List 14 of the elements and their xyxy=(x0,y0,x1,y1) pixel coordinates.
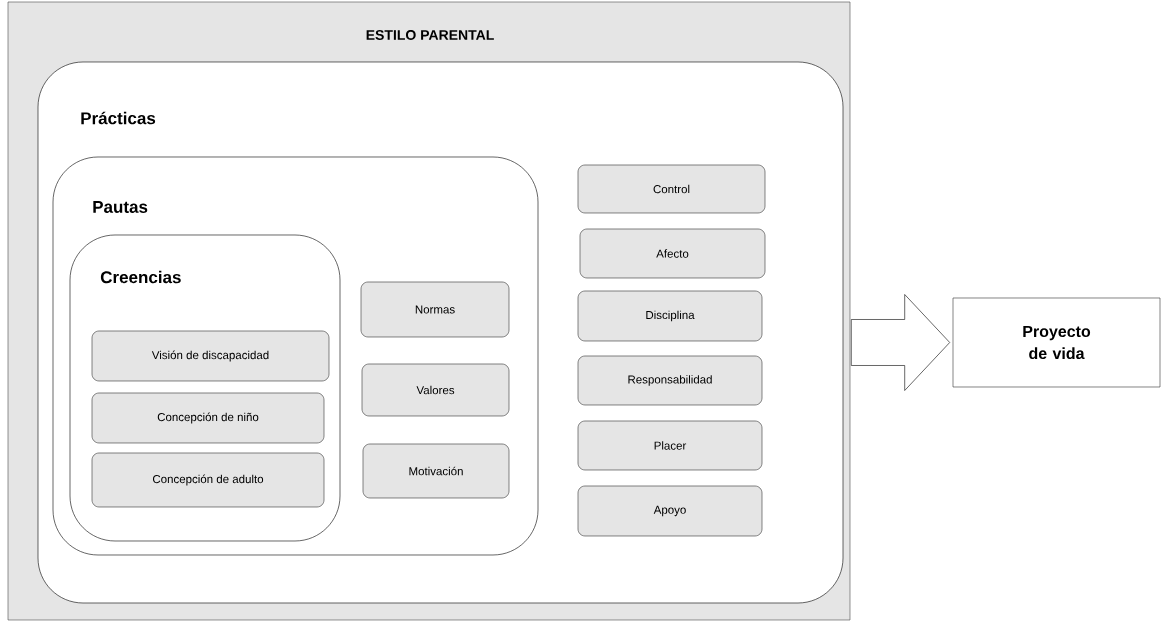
item-box: Normas xyxy=(360,281,510,338)
item-box: Concepción de niño xyxy=(91,392,325,444)
item-box: Control xyxy=(577,164,766,214)
item-box: Visión de discapacidad xyxy=(91,330,330,382)
item-box: Concepción de adulto xyxy=(91,452,325,508)
item-box: Disciplina xyxy=(577,290,763,342)
block-arrow xyxy=(851,294,950,391)
item-box: Valores xyxy=(361,363,510,417)
item-box: Placer xyxy=(577,420,763,471)
item-box: Responsabilidad xyxy=(577,355,763,406)
item-box: Motivación xyxy=(362,443,510,499)
item-box: Afecto xyxy=(579,228,766,279)
result-box: Proyecto de vida xyxy=(952,297,1161,388)
item-box: Apoyo xyxy=(577,485,763,537)
